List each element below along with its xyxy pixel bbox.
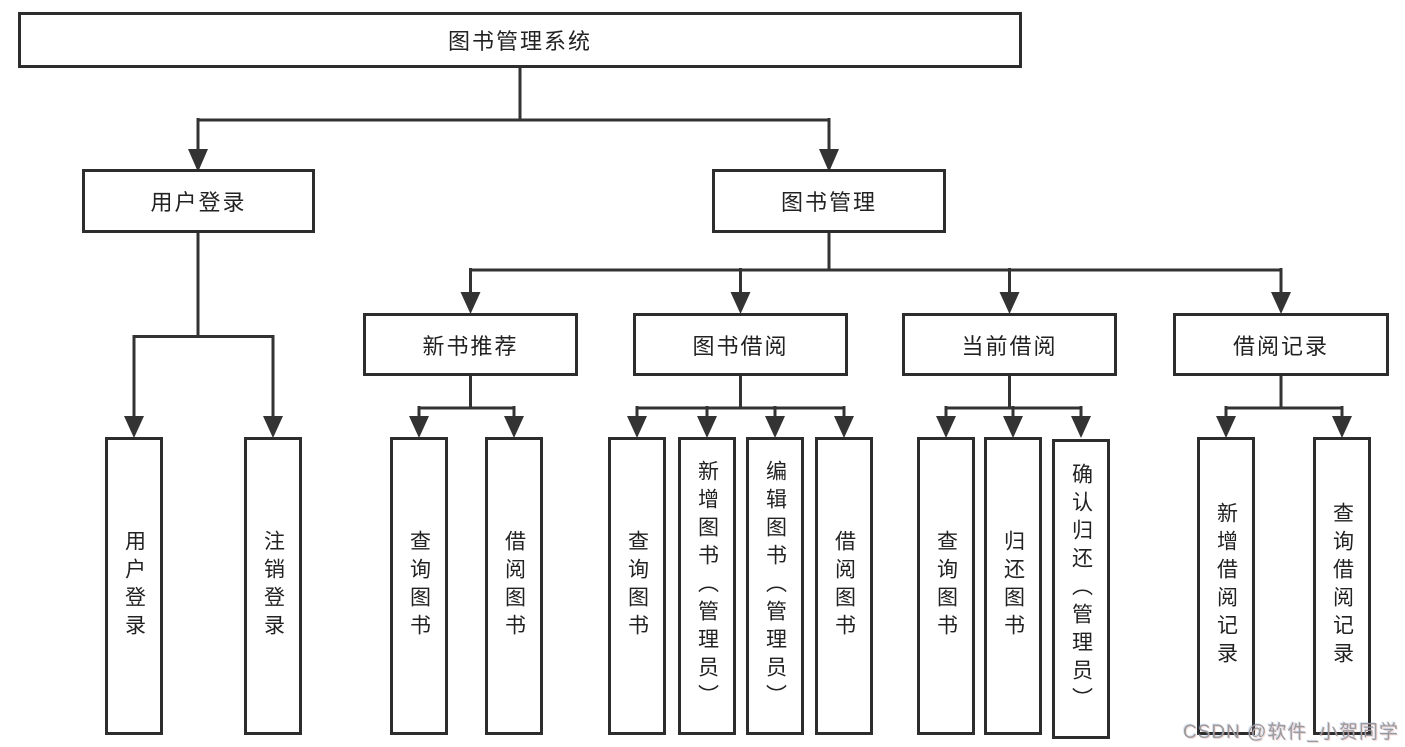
node-new-book-recommend: 新书推荐 [363,313,578,376]
node-borrow-records-label: 借阅记录 [1232,333,1329,359]
leaf-borrow-books-recommend-label: 借阅图书 [502,530,526,642]
node-borrow-records: 借阅记录 [1173,313,1389,376]
node-book-management: 图书管理 [712,169,946,233]
node-book-management-label: 图书管理 [780,190,877,215]
node-new-book-recommend-label: 新书推荐 [422,333,519,359]
leaf-query-books-recommend-label: 查询图书 [407,530,431,642]
leaf-borrow-books: 借阅图书 [815,437,873,735]
leaf-logout: 注销登录 [244,437,302,735]
leaf-logout-label: 注销登录 [261,530,285,642]
leaf-add-borrow-record: 新增借阅记录 [1197,437,1255,735]
leaf-query-borrow-record-label: 查询借阅记录 [1330,502,1354,670]
node-root-label: 图书管理系统 [447,29,592,54]
leaf-confirm-return-admin: 确认归还（管理员） [1052,439,1110,739]
leaf-return-books-label: 归还图书 [1001,530,1025,642]
watermark: CSDN @软件_小贺同学 [1183,722,1399,743]
leaf-borrow-books-recommend: 借阅图书 [485,437,543,735]
leaf-query-books-borrow-label: 查询图书 [625,530,649,642]
node-book-borrow-label: 图书借阅 [692,333,789,359]
node-book-borrow: 图书借阅 [633,313,848,376]
leaf-query-books-current-label: 查询图书 [934,530,958,642]
leaf-edit-book-admin: 编辑图书（管理员） [746,437,804,735]
arrowhead-icons [124,149,1352,438]
leaf-user-login: 用户登录 [105,437,163,735]
node-root-system: 图书管理系统 [18,12,1022,68]
leaf-confirm-return-admin-label: 确认归还（管理员） [1069,463,1093,715]
leaf-return-books: 归还图书 [984,437,1042,735]
node-current-borrow: 当前借阅 [902,313,1117,376]
leaf-query-books-current: 查询图书 [917,437,975,735]
leaf-add-borrow-record-label: 新增借阅记录 [1214,502,1238,670]
leaf-query-borrow-record: 查询借阅记录 [1313,437,1371,735]
node-user-login: 用户登录 [82,169,315,233]
leaf-user-login-label: 用户登录 [122,530,146,642]
leaf-query-books-recommend: 查询图书 [390,437,448,735]
leaf-edit-book-admin-label: 编辑图书（管理员） [763,460,787,712]
leaf-add-book-admin-label: 新增图书（管理员） [695,460,719,712]
leaf-query-books-borrow: 查询图书 [608,437,666,735]
leaf-add-book-admin: 新增图书（管理员） [678,437,736,735]
node-current-borrow-label: 当前借阅 [961,333,1058,359]
leaf-borrow-books-label: 借阅图书 [832,530,856,642]
node-user-login-label: 用户登录 [150,190,247,215]
